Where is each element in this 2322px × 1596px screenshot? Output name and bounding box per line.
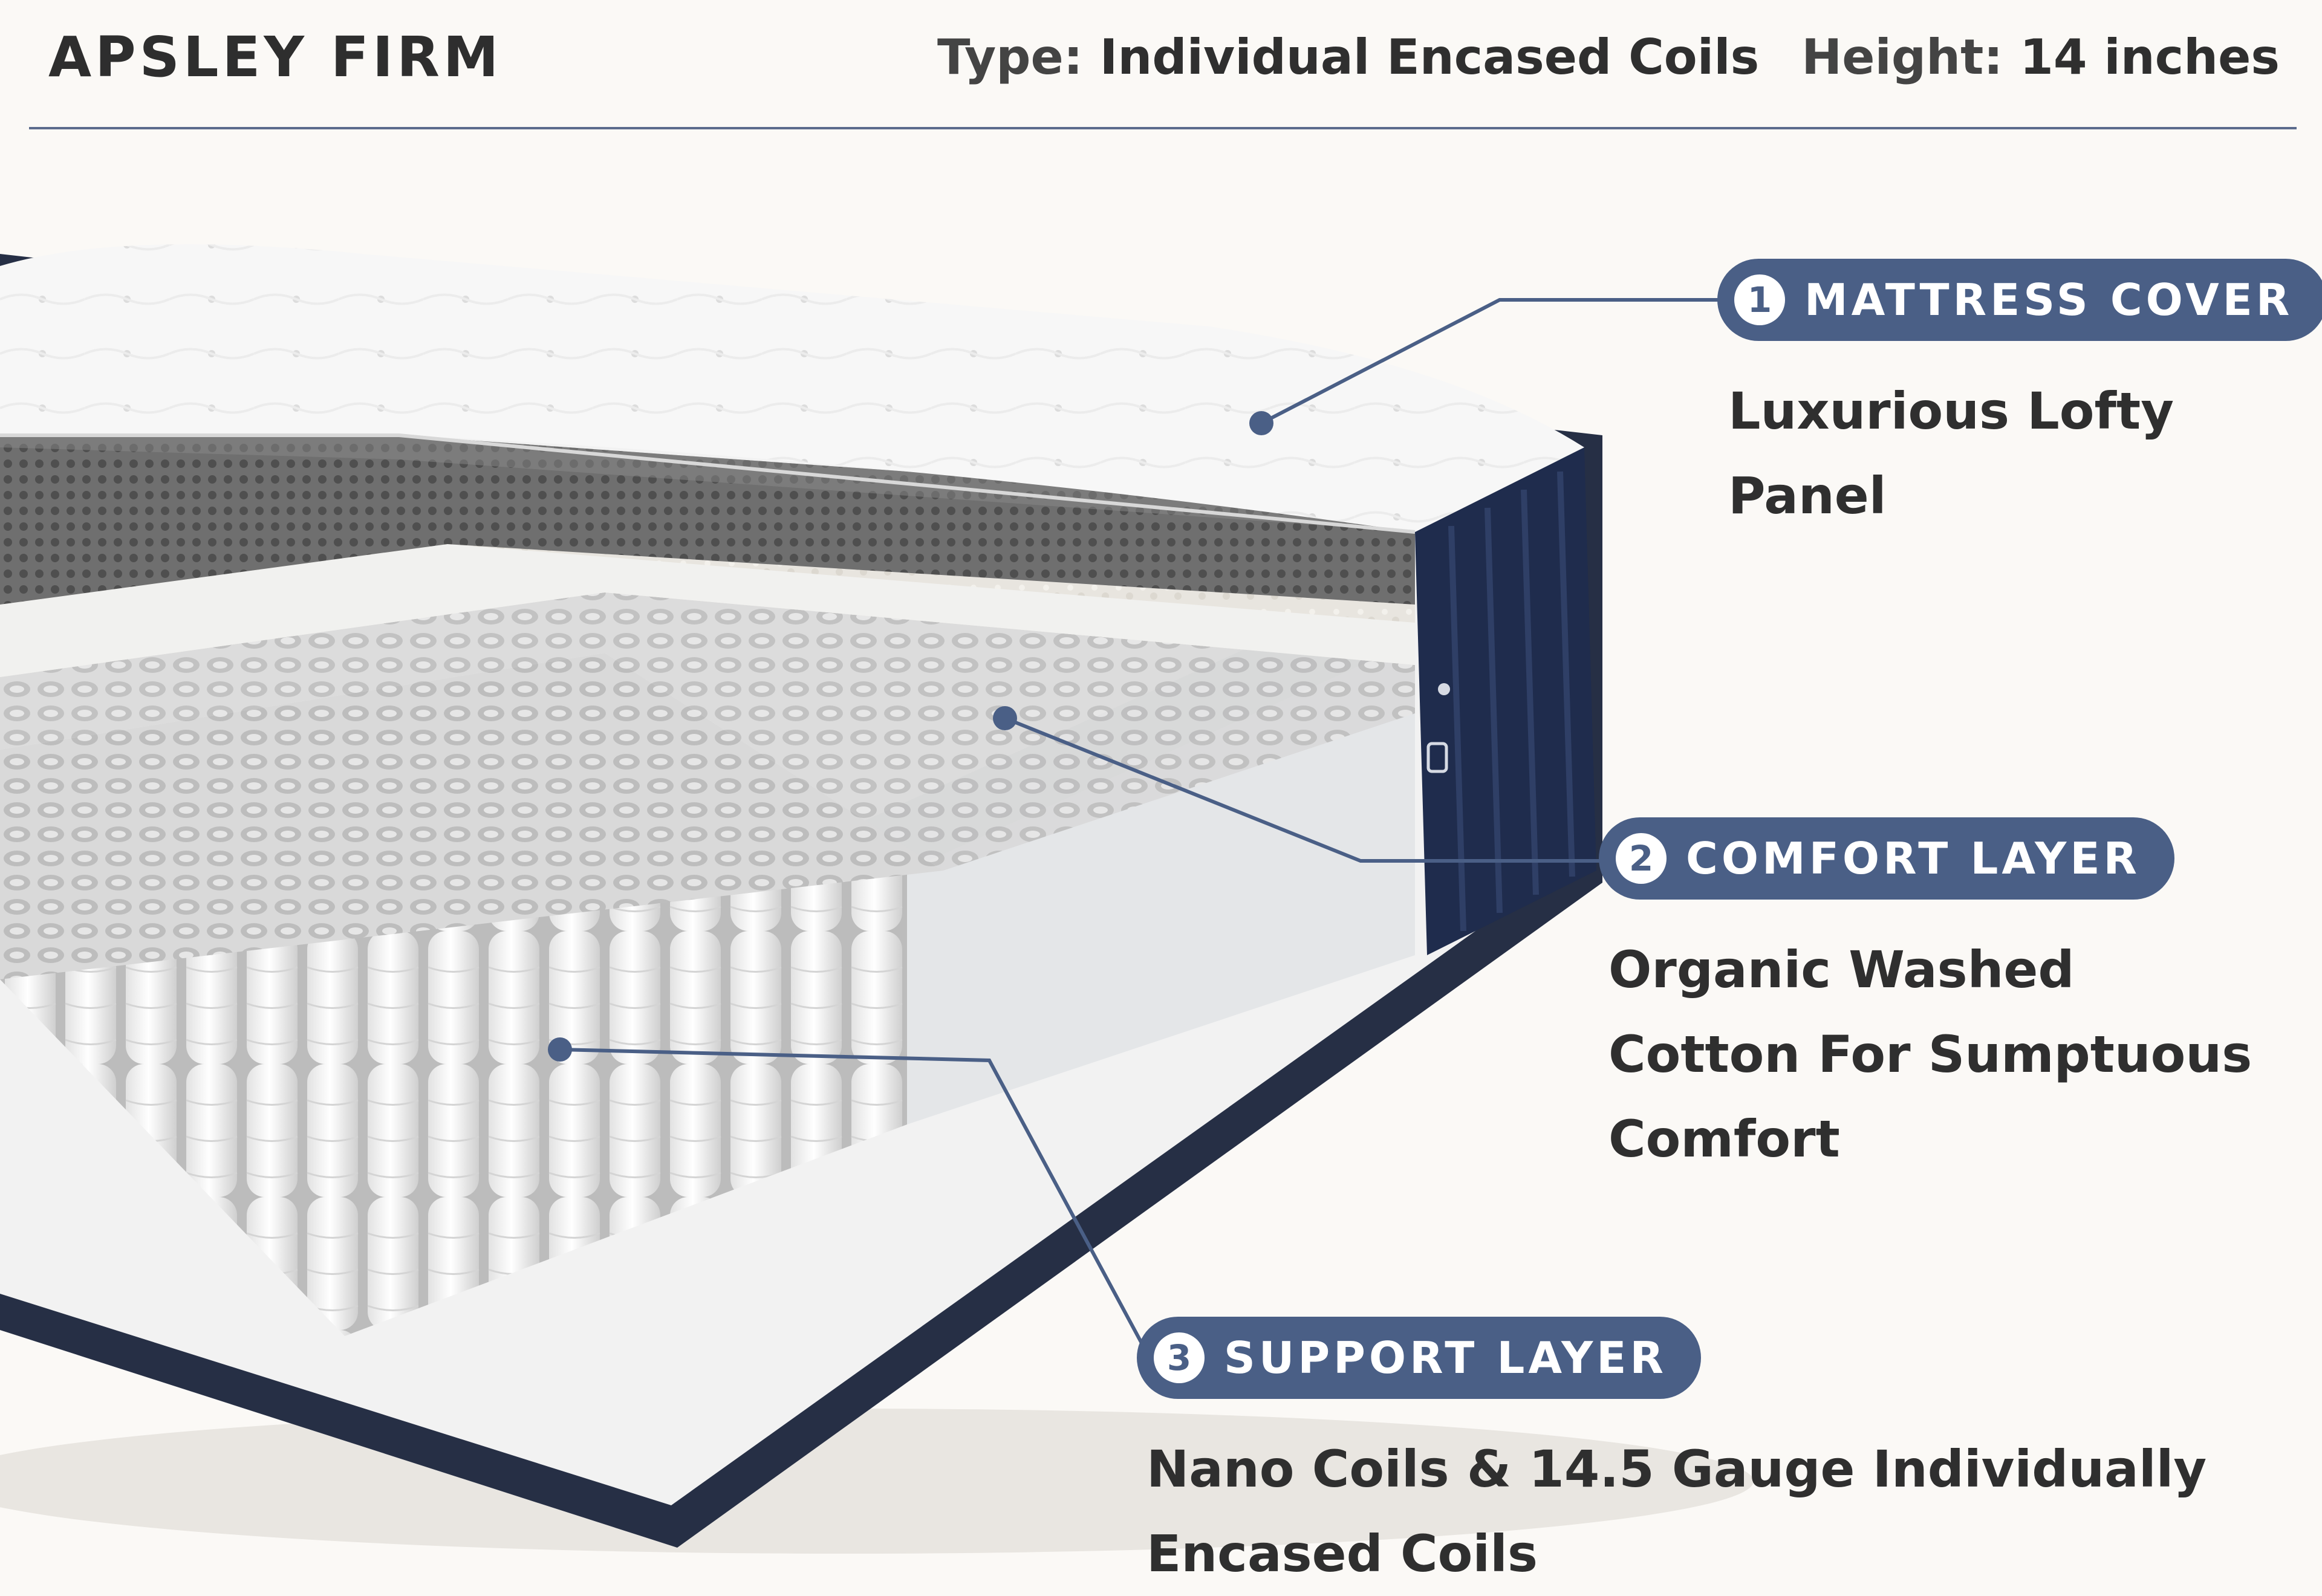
brand-logo xyxy=(1426,683,1450,773)
spec-type-value: Individual Encased Coils xyxy=(1099,29,1760,85)
layer-2-badge: 2 COMFORT LAYER xyxy=(1599,817,2174,900)
callout-line-3 xyxy=(559,1048,1151,1358)
layer-3-badge: 3 SUPPORT LAYER xyxy=(1137,1317,1701,1399)
coil-layer-top xyxy=(0,653,943,979)
layer-1-name: MATTRESS COVER xyxy=(1804,274,2294,325)
product-specs: Type: Individual Encased Coils Height: 14… xyxy=(895,24,2280,91)
callout-dot-2 xyxy=(993,706,1017,730)
callout-line-1 xyxy=(1260,298,1729,425)
spec-height-value: 14 inches xyxy=(2020,29,2280,85)
layer-2-description-line: Cotton For Sumptuous xyxy=(1608,1025,2252,1084)
mattress-cover-quilted xyxy=(0,244,1584,532)
layer-1-description-line: Panel xyxy=(1728,466,1887,525)
layer-3-description: Nano Coils & 14.5 Gauge Individually Enc… xyxy=(1146,1427,2207,1596)
layer-3-number: 3 xyxy=(1154,1332,1205,1383)
callout-line-2 xyxy=(1004,716,1608,863)
layer-3-description-line: Encased Coils xyxy=(1146,1524,1538,1583)
layer-1-number: 1 xyxy=(1734,274,1785,325)
spec-height: Height: 14 inches xyxy=(1801,29,2280,85)
layer-3-description-line: Nano Coils & 14.5 Gauge Individually xyxy=(1146,1439,2207,1499)
layer-3-name: SUPPORT LAYER xyxy=(1224,1332,1667,1383)
callout-dot-3 xyxy=(548,1037,572,1062)
dotted-foam-layer xyxy=(0,423,1415,605)
header-divider xyxy=(29,127,2297,129)
product-title: APSLEY FIRM xyxy=(48,25,502,89)
layer-2-description-line: Comfort xyxy=(1608,1109,1840,1169)
layer-1-badge: 1 MATTRESS COVER xyxy=(1717,259,2322,341)
foam-layer xyxy=(907,641,1415,1124)
layer-2-description: Organic Washed Cotton For Sumptuous Comf… xyxy=(1608,927,2252,1181)
layer-1-description: Luxurious Lofty Panel xyxy=(1728,369,2174,538)
cover-edge xyxy=(0,433,1416,534)
spec-height-label: Height: xyxy=(1801,29,2003,85)
coil-layer-front xyxy=(0,834,907,1336)
spec-type: Type: Individual Encased Coils xyxy=(937,29,1759,85)
micro-coil-layer xyxy=(0,592,1415,871)
layer-2-description-line: Organic Washed xyxy=(1608,940,2075,999)
dotted-foam-top xyxy=(0,423,1415,532)
callout-dot-1 xyxy=(1249,411,1273,435)
layer-1-description-line: Luxurious Lofty xyxy=(1728,381,2174,441)
side-panel-stitching xyxy=(1448,471,1575,932)
layer-2-number: 2 xyxy=(1616,833,1667,884)
layer-2-name: COMFORT LAYER xyxy=(1686,833,2141,884)
spec-type-label: Type: xyxy=(937,29,1083,85)
comfort-foam-band xyxy=(0,544,1415,677)
